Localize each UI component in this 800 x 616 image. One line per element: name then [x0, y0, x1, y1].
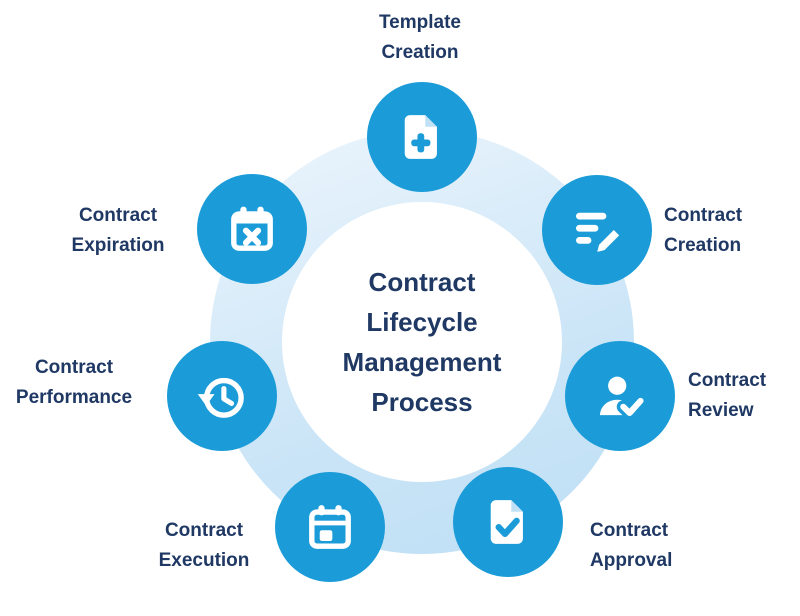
node-contract-execution: [275, 472, 385, 582]
label-template-creation: Template Creation: [320, 8, 520, 68]
center-title-line: Process: [371, 387, 473, 417]
label-line: Contract: [664, 205, 743, 226]
node-contract-approval: [453, 467, 563, 577]
label-contract-review: Contract Review: [688, 366, 798, 426]
center-title-line: Contract: [368, 267, 476, 297]
label-line: Contract: [688, 370, 767, 391]
lifecycle-ring-hole: [282, 202, 562, 482]
center-title: Contract Lifecycle Management Process: [292, 262, 552, 422]
label-line: Creation: [664, 235, 742, 256]
node-contract-creation: [542, 175, 652, 285]
calendar-icon: [309, 505, 351, 549]
label-contract-execution: Contract Execution: [128, 516, 280, 576]
label-line: Expiration: [71, 235, 165, 256]
label-contract-performance: Contract Performance: [0, 353, 148, 413]
node-contract-review: [565, 341, 675, 451]
document-check-icon: [490, 500, 523, 544]
document-edit-icon: [576, 212, 620, 252]
label-contract-expiration: Contract Expiration: [43, 201, 193, 261]
label-contract-approval: Contract Approval: [590, 516, 710, 576]
history-clock-icon: [197, 377, 244, 418]
document-plus-icon: [404, 115, 437, 159]
node-contract-performance: [167, 341, 277, 451]
label-line: Contract: [34, 357, 114, 378]
label-line: Performance: [15, 387, 133, 408]
center-title-line: Management: [342, 347, 502, 377]
label-line: Contract: [164, 520, 244, 541]
label-line: Template: [378, 12, 461, 33]
calendar-x-icon: [231, 206, 273, 251]
label-line: Approval: [590, 550, 673, 571]
center-title-line: Lifecycle: [366, 307, 478, 337]
label-line: Contract: [590, 520, 669, 541]
label-contract-creation: Contract Creation: [664, 201, 784, 261]
node-template-creation: [367, 82, 477, 192]
label-line: Contract: [78, 205, 158, 226]
person-check-icon: [599, 376, 648, 420]
node-contract-expiration: [197, 174, 307, 284]
label-line: Review: [688, 400, 754, 421]
label-line: Execution: [158, 550, 250, 571]
label-line: Creation: [381, 42, 459, 63]
